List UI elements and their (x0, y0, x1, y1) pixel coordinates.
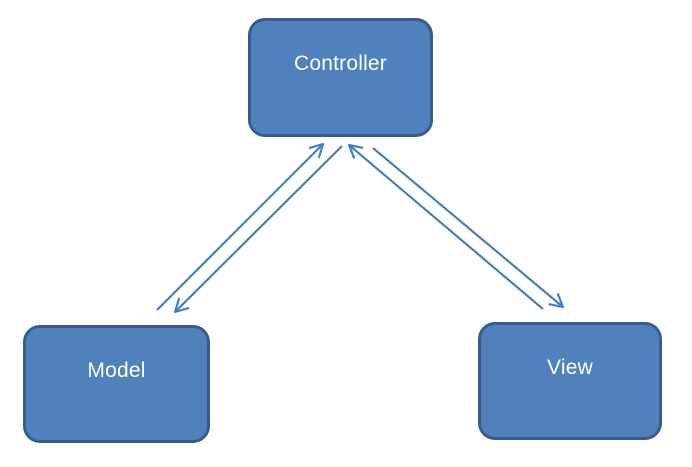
node-model-label: Model (87, 358, 146, 382)
node-model: Model (23, 325, 210, 443)
arrow-controller-to-view (372, 147, 565, 309)
node-controller-label: Controller (293, 52, 388, 75)
arrow-view-to-controller (347, 143, 544, 310)
arrow-controller-to-model (173, 145, 343, 314)
node-view-label: View (547, 355, 593, 379)
node-controller: Controller (248, 18, 433, 137)
arrow-model-to-controller (156, 142, 325, 311)
node-view: View (478, 322, 662, 440)
